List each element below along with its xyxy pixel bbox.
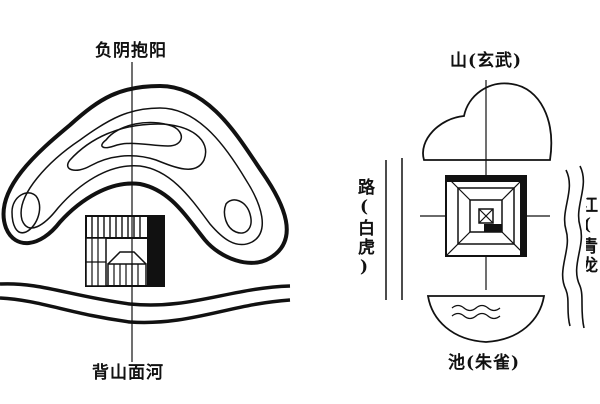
site-compound xyxy=(85,215,165,287)
central-site xyxy=(445,175,527,257)
mountain-contour-3 xyxy=(67,123,207,172)
label-bei-shan-mian-he: 背山面河 xyxy=(92,363,164,383)
mountain-right-lobe xyxy=(223,199,252,234)
mountain-peak-loop xyxy=(101,121,182,149)
pond-wave-1 xyxy=(451,304,501,312)
label-fu-yin-bao-yang: 负阴抱阳 xyxy=(95,41,167,61)
north-mountain-shape xyxy=(422,82,553,161)
right-diagram xyxy=(385,80,585,343)
label-north-mountain: 山(玄武) xyxy=(450,51,523,71)
river-bank-lower xyxy=(0,296,291,325)
mountain-contour-2 xyxy=(20,107,263,246)
label-east-river-partial: 江(青龙 xyxy=(586,196,597,275)
label-west-road: 路(白虎) xyxy=(354,178,374,279)
mountain-left-lobe xyxy=(11,192,41,234)
pond-wave-2 xyxy=(451,312,501,320)
east-river-bank-1 xyxy=(561,169,571,327)
label-south-pond: 池(朱雀) xyxy=(448,353,521,373)
mountain-outer-contour xyxy=(1,83,289,265)
south-pond-shape xyxy=(426,295,546,343)
river-bank-upper xyxy=(0,282,291,307)
left-diagram xyxy=(0,62,291,362)
east-river-bank-2 xyxy=(575,165,585,329)
